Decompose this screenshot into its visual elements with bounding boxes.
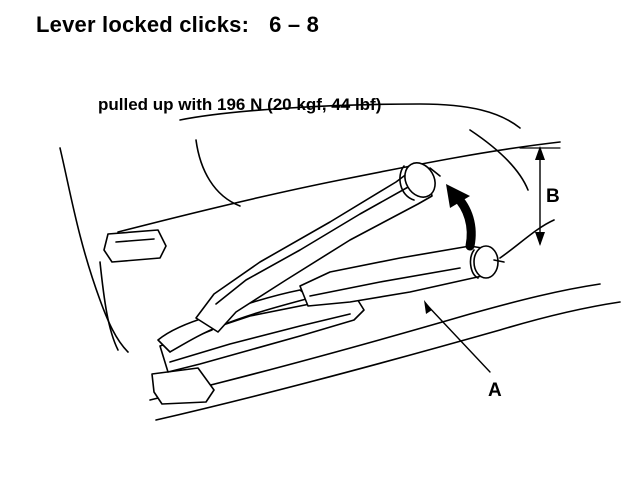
lift-arrow: [451, 191, 476, 251]
lowered-lever-grip: [473, 245, 499, 279]
console-top-edge: [117, 141, 561, 233]
lift-arrow-head: [446, 184, 470, 208]
seat-belt-buckle: [103, 229, 167, 263]
upholstery-curve-2: [469, 129, 529, 191]
lower-buckle: [151, 367, 215, 405]
callout-a: A: [488, 380, 502, 401]
upholstery-curve: [195, 139, 241, 207]
console-side-edge: [149, 283, 601, 401]
lowered-lever-body: [299, 245, 489, 307]
pull-force-note: pulled up with 196 N (20 kgf, 44 lbf): [98, 95, 382, 114]
heading-value: 6 – 8: [269, 12, 320, 37]
seat-cushion-outline: [179, 103, 521, 129]
leader-a: [425, 303, 491, 373]
lever-clicks-heading: Lever locked clicks: 6 – 8: [36, 12, 319, 38]
heading-label: Lever locked clicks:: [36, 12, 250, 37]
seat-back-outline: [59, 147, 129, 353]
console-lower-edge: [155, 301, 621, 421]
callout-b: B: [546, 186, 560, 207]
raised-lever-grip: [404, 162, 436, 198]
